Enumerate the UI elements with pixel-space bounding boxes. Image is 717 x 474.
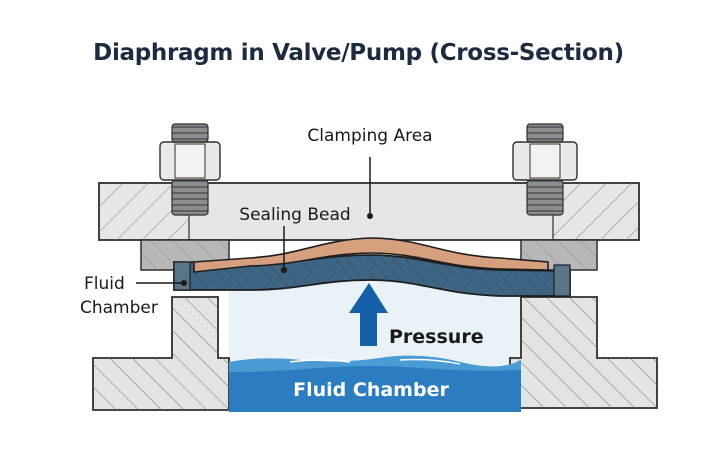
sealing-bead-leader-dot <box>280 266 288 274</box>
sealing-bead-label: Sealing Bead <box>239 205 350 225</box>
bolt-right <box>512 123 578 216</box>
fluid-chamber-leader-dot <box>181 280 187 286</box>
bolt-left <box>159 123 221 216</box>
sealing-bead <box>193 237 549 273</box>
pressure-arrow-icon <box>349 283 388 346</box>
fluid-chamber-side-label-line2: Chamber <box>80 298 158 318</box>
fluid-body <box>229 355 521 412</box>
clamping-area-leader-dot <box>367 213 373 219</box>
fluid-chamber-side-label-line1: Fluid <box>84 274 125 294</box>
diagram-title: Diaphragm in Valve/Pump (Cross-Section) <box>93 40 624 66</box>
fluid-chamber-label: Fluid Chamber <box>293 379 449 401</box>
clamping-area-label: Clamping Area <box>307 126 432 146</box>
pressure-label: Pressure <box>389 326 484 348</box>
lower-housing-right <box>509 296 658 409</box>
